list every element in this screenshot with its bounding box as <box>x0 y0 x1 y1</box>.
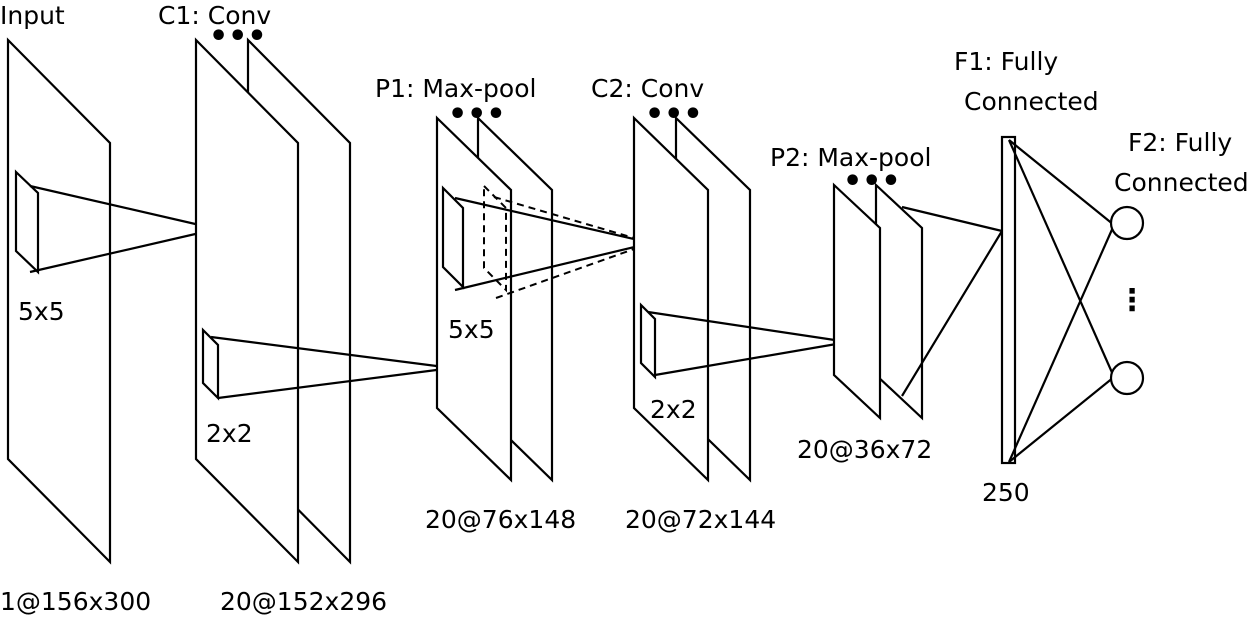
c1-layer: ••• C1: Conv 2x2 20@152x296 <box>158 1 453 616</box>
c1-feature-map-front <box>194 37 300 565</box>
f2-output-node-bottom <box>1109 360 1145 396</box>
p1-layer-title: P1: Max-pool <box>375 74 536 103</box>
input-layer-title: Input <box>0 1 65 30</box>
p2-dims-label: 20@36x72 <box>797 435 932 464</box>
c1-kernel-label: 2x2 <box>206 419 253 448</box>
f1-layer: F1: Fully Connected 250 <box>954 47 1116 507</box>
p1-kernel-projection-line <box>454 196 652 245</box>
p1-dims-label: 20@76x148 <box>425 505 576 534</box>
input-dims-label: 1@156x300 <box>0 587 151 616</box>
p1-dashed-projection-line <box>493 196 652 244</box>
input-kernel-label: 5x5 <box>18 297 65 326</box>
f2-vertical-ellipsis: ⋮ <box>1117 283 1147 318</box>
f1-to-f2-connection-line <box>1008 376 1115 463</box>
f2-layer: ⋮ F2: Fully Connected <box>1109 128 1249 396</box>
c2-ellipsis: ••• <box>645 97 703 132</box>
c1-layer-title: C1: Conv <box>158 1 271 30</box>
f1-to-f2-connection-line <box>1008 139 1115 226</box>
f2-layer-title-line1: F2: Fully <box>1128 128 1232 157</box>
c1-kernel-projection-line <box>210 335 453 370</box>
p1-dashed-kernel-window <box>483 183 507 293</box>
p1-ellipsis: ••• <box>448 97 506 132</box>
c2-kernel-projection-line <box>647 310 849 344</box>
c2-layer: ••• C2: Conv 2x2 20@72x144 <box>591 74 849 534</box>
c1-kernel-projection-line <box>217 366 453 400</box>
f2-output-node-top <box>1109 205 1145 241</box>
f1-layer-title-line1: F1: Fully <box>954 47 1058 76</box>
f1-size-label: 250 <box>982 478 1030 507</box>
f1-vector-bar <box>1000 135 1017 465</box>
p2-layer: ••• P2: Max-pool 20@36x72 <box>770 143 1003 464</box>
p2-feature-map-front <box>832 182 882 421</box>
c1-dims-label: 20@152x296 <box>220 587 387 616</box>
c2-kernel-projection-line <box>654 340 849 377</box>
c2-dims-label: 20@72x144 <box>625 505 776 534</box>
p2-to-f1-connection-line <box>901 230 1003 397</box>
p1-layer: ••• P1: Max-pool 5x5 20@76x148 <box>375 74 652 534</box>
p1-kernel-projection-line <box>454 241 652 292</box>
p1-dashed-projection-line <box>495 242 652 299</box>
input-kernel-projection-line <box>29 184 218 231</box>
f1-layer-title-line2: Connected <box>964 87 1099 116</box>
p1-kernel-label: 5x5 <box>448 315 495 344</box>
c2-feature-map-front <box>632 115 710 483</box>
p2-feature-map-back <box>874 182 924 421</box>
p2-to-f1-connection-line <box>901 205 1003 233</box>
input-feature-map <box>6 37 112 565</box>
f2-layer-title-line2: Connected <box>1114 168 1249 197</box>
c2-layer-title: C2: Conv <box>591 74 704 103</box>
c1-ellipsis: ••• <box>209 19 267 54</box>
input-kernel-projection-line <box>29 227 218 274</box>
f1-to-f2-connection-line <box>1007 224 1116 463</box>
f1-to-f2-connection-line <box>1007 139 1116 378</box>
c2-kernel-window <box>639 302 657 380</box>
p2-ellipsis: ••• <box>843 164 901 199</box>
input-layer: Input 5x5 1@156x300 <box>0 1 218 616</box>
p2-layer-title: P2: Max-pool <box>770 143 931 172</box>
c2-kernel-label: 2x2 <box>650 395 697 424</box>
